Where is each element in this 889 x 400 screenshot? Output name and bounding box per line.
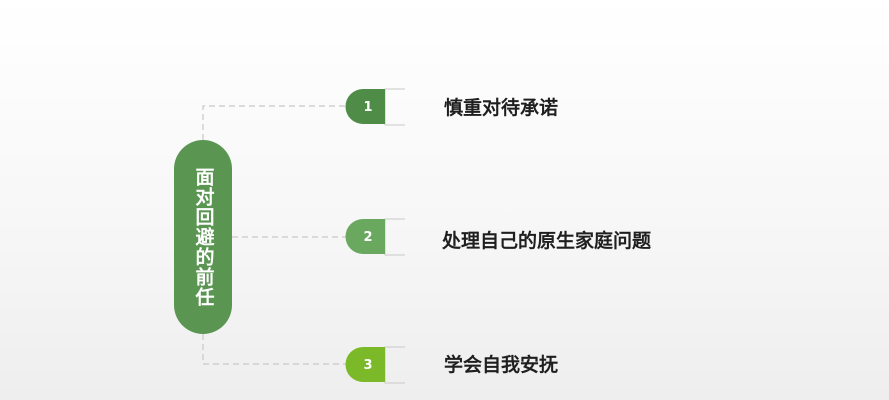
branch-item-2-label: 处理自己的原生家庭问题 — [441, 229, 651, 252]
branch-item-1: 1 慎重对待承诺 — [345, 88, 558, 126]
root-node-label: 面对回避的前任 — [192, 167, 215, 307]
number-badge-2 — [345, 219, 385, 254]
number-badge-1-label: 1 — [363, 100, 372, 115]
bracket-3 — [384, 346, 405, 384]
bracket-1 — [384, 88, 405, 126]
number-badge-3-label: 3 — [363, 358, 372, 373]
root-node: 面对回避的前任 — [174, 140, 232, 334]
number-badge-3 — [345, 347, 385, 382]
number-badge-1 — [345, 89, 385, 124]
connector-line-3 — [202, 334, 346, 365]
branch-item-2: 2 处理自己的原生家庭问题 — [345, 218, 651, 256]
branch-item-1-label: 慎重对待承诺 — [444, 96, 558, 119]
number-badge-2-label: 2 — [363, 230, 372, 245]
bracket-2 — [384, 218, 405, 256]
branch-item-3-label: 学会自我安抚 — [444, 353, 558, 376]
branch-item-3: 3 学会自我安抚 — [345, 346, 558, 384]
connector-line-1 — [202, 105, 346, 140]
